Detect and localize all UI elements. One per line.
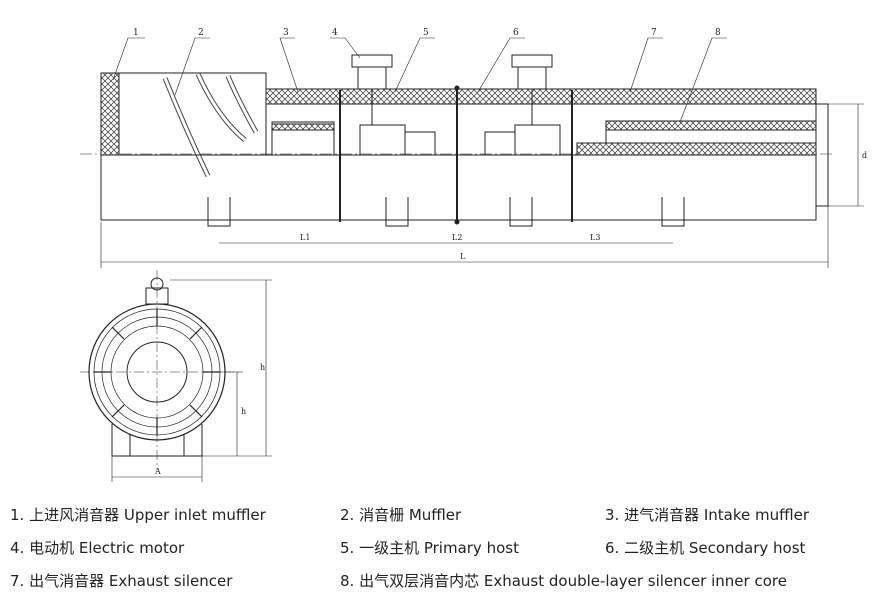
- dim-l1-label: L1: [300, 233, 310, 242]
- dim-hs-label: h: [241, 407, 246, 416]
- leader-8: [679, 37, 727, 123]
- front-left-foot: [111, 424, 131, 457]
- upper-inlet-muffler-lining: [100, 72, 120, 156]
- exhaust-silencer-core-top: [605, 120, 817, 131]
- secondary-host-side: [484, 131, 516, 156]
- leader-6: [477, 37, 525, 93]
- legend-item-4: 4. 电动机 Electric motor: [10, 539, 185, 557]
- primary-host-side: [404, 131, 436, 156]
- muffler-grid-2: [195, 72, 247, 142]
- bulkhead-2-bottom: [454, 219, 460, 225]
- bulkhead-2-top: [454, 85, 460, 91]
- dim-a-label: A: [154, 467, 161, 476]
- secondary-host: [514, 124, 561, 156]
- legend-item-1: 1. 上进风消音器 Upper inlet muffler: [10, 506, 266, 524]
- leader-3: [279, 37, 299, 93]
- front-top-flange: [145, 287, 169, 305]
- intake-muffler-inner: [271, 121, 335, 156]
- dim-l3-label: L3: [590, 233, 600, 242]
- outlet-flange: [815, 103, 829, 207]
- foot-4: [661, 197, 685, 227]
- upper-inlet-muffler-outline: [100, 72, 267, 156]
- callout-6: 6: [513, 28, 519, 38]
- motor-2-cap: [511, 54, 553, 68]
- callout-8: 8: [715, 28, 721, 38]
- dim-l2-label: L2: [452, 233, 462, 242]
- muffler-grid-2-inner: [196, 73, 246, 142]
- callout-2: 2: [198, 28, 204, 38]
- dim-d-label: d: [862, 151, 867, 160]
- front-inner-ring: [126, 341, 188, 403]
- muffler-grid-1-inner: [163, 77, 210, 177]
- legend: 1. 上进风消音器 Upper inlet muffler 2. 消音栅 Muf…: [0, 500, 874, 597]
- foot-3: [509, 197, 533, 227]
- callout-1: 1: [133, 28, 139, 38]
- leader-2: [174, 37, 210, 96]
- callout-5: 5: [423, 28, 429, 38]
- leader-1: [112, 37, 145, 81]
- legend-item-8: 8. 出气双层消音内芯 Exhaust double-layer silence…: [340, 572, 787, 590]
- leader-5: [394, 37, 435, 93]
- dim-h-label: h: [260, 363, 265, 372]
- muffler-grid-3-inner: [226, 75, 258, 133]
- callout-7: 7: [651, 28, 657, 38]
- motor-1-cap: [351, 54, 393, 68]
- foot-2: [385, 197, 409, 227]
- front-ribs: [94, 309, 220, 435]
- foot-1: [207, 197, 231, 227]
- dimension-labels: L1 L2 L3 L d: [300, 151, 867, 261]
- callout-4: 4: [332, 28, 338, 38]
- legend-item-7: 7. 出气消音器 Exhaust silencer: [10, 572, 233, 590]
- intake-muffler-band: [265, 88, 817, 105]
- legend-item-2: 2. 消音栅 Muffler: [340, 506, 462, 524]
- front-view: [80, 270, 272, 482]
- dim-l-label: L: [460, 252, 466, 261]
- leader-7: [629, 37, 663, 93]
- motor-1-body: [357, 66, 387, 90]
- motor-2-body: [517, 66, 547, 90]
- callout-3: 3: [283, 28, 289, 38]
- legend-item-5: 5. 一级主机 Primary host: [340, 539, 519, 557]
- front-right-foot: [183, 424, 203, 457]
- callout-labels: 1 2 3 4 5 6 7 8: [133, 28, 721, 38]
- front-top-cap: [150, 277, 164, 291]
- exhaust-silencer-outer: [576, 142, 817, 156]
- legend-item-3: 3. 进气消音器 Intake muffler: [605, 506, 810, 524]
- primary-host: [359, 124, 406, 156]
- leader-4: [330, 37, 361, 59]
- intake-muffler-inner-hatch: [271, 123, 335, 131]
- legend-item-6: 6. 二级主机 Secondary host: [605, 539, 806, 557]
- side-view: [80, 37, 864, 268]
- technical-drawing: 1 2 3 4 5 6 7 8 L1 L2 L3 L d: [80, 28, 867, 482]
